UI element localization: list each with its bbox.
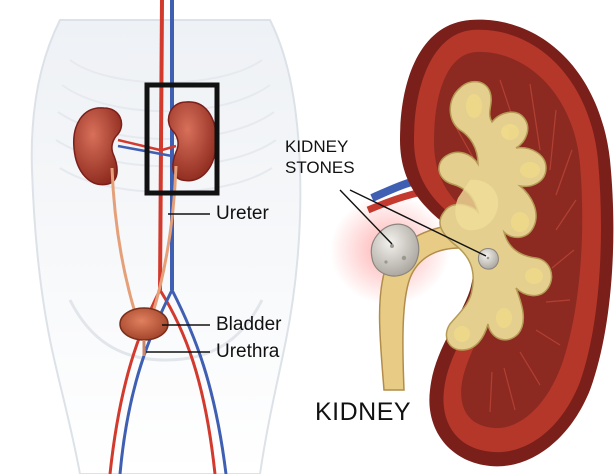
kidney-stone-small <box>478 249 498 270</box>
body-figure <box>32 0 301 474</box>
kidney-stones-label-line2: STONES <box>285 157 355 178</box>
ureter-label: Ureter <box>216 204 269 223</box>
urethra-label: Urethra <box>216 342 279 361</box>
bladder-label: Bladder <box>216 315 282 334</box>
kidney-stones-label: KIDNEY STONES <box>285 136 355 178</box>
kidney-title: KIDNEY <box>315 400 411 425</box>
torso-outline <box>32 20 301 474</box>
kidney-stones-label-line1: KIDNEY <box>285 136 355 157</box>
bladder-organ <box>120 308 168 340</box>
aorta <box>160 0 162 290</box>
